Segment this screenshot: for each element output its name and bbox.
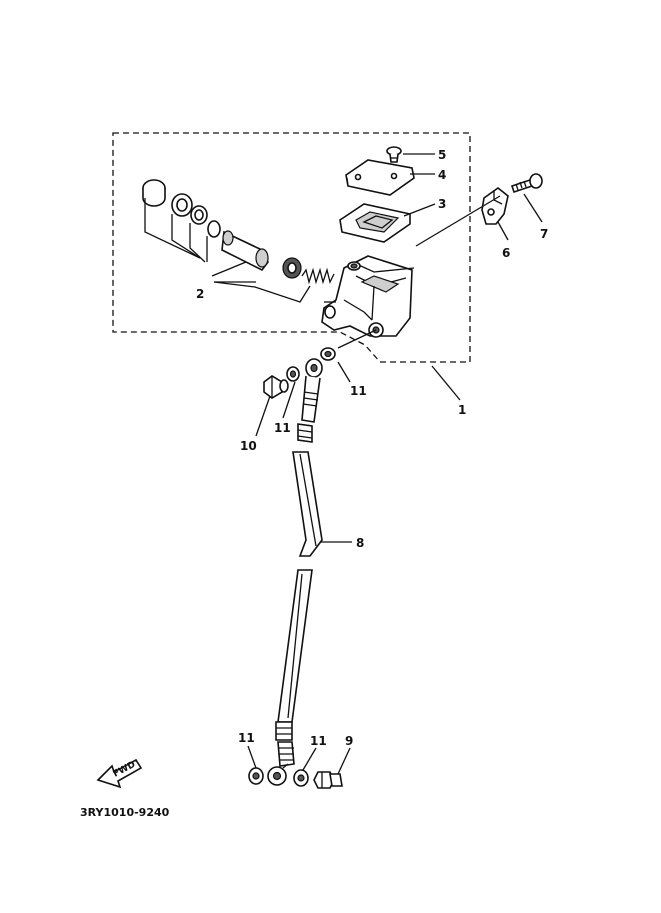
callout-9: 9 bbox=[345, 734, 353, 748]
callout-4: 4 bbox=[438, 168, 446, 182]
callout-11-lower-right: 11 bbox=[310, 734, 327, 748]
callout-1: 1 bbox=[458, 403, 466, 417]
assembly-boundary bbox=[112, 132, 471, 363]
piston-kit bbox=[142, 179, 335, 303]
callout-6: 6 bbox=[502, 246, 510, 260]
callout-5: 5 bbox=[438, 148, 446, 162]
diagram-code: 3RY1010-9240 bbox=[80, 806, 170, 819]
holder-bolt bbox=[510, 173, 543, 194]
callout-7: 7 bbox=[540, 227, 548, 241]
union-bolt-lower bbox=[313, 771, 343, 789]
gasket-upper-left bbox=[286, 366, 300, 382]
gasket-upper-right bbox=[320, 347, 336, 361]
union-bolt-upper bbox=[263, 375, 289, 399]
master-cylinder-body bbox=[321, 255, 415, 338]
leader-lines bbox=[247, 153, 543, 775]
gasket-lower-left bbox=[248, 767, 264, 785]
callout-11-upper-left: 11 bbox=[274, 421, 291, 435]
callout-2: 2 bbox=[196, 287, 204, 301]
fwd-arrow-icon: FWD bbox=[96, 758, 143, 789]
diaphragm bbox=[339, 203, 411, 243]
cap-screw bbox=[386, 146, 402, 163]
holder bbox=[481, 186, 509, 225]
callout-8: 8 bbox=[356, 536, 364, 550]
callout-3: 3 bbox=[438, 197, 446, 211]
callout-11-upper-right: 11 bbox=[350, 384, 367, 398]
callout-11-lower-left: 11 bbox=[238, 731, 255, 745]
reservoir-cap bbox=[345, 159, 415, 196]
brake-hose bbox=[267, 358, 323, 786]
callout-10: 10 bbox=[240, 439, 257, 453]
gasket-lower-right bbox=[293, 769, 309, 787]
